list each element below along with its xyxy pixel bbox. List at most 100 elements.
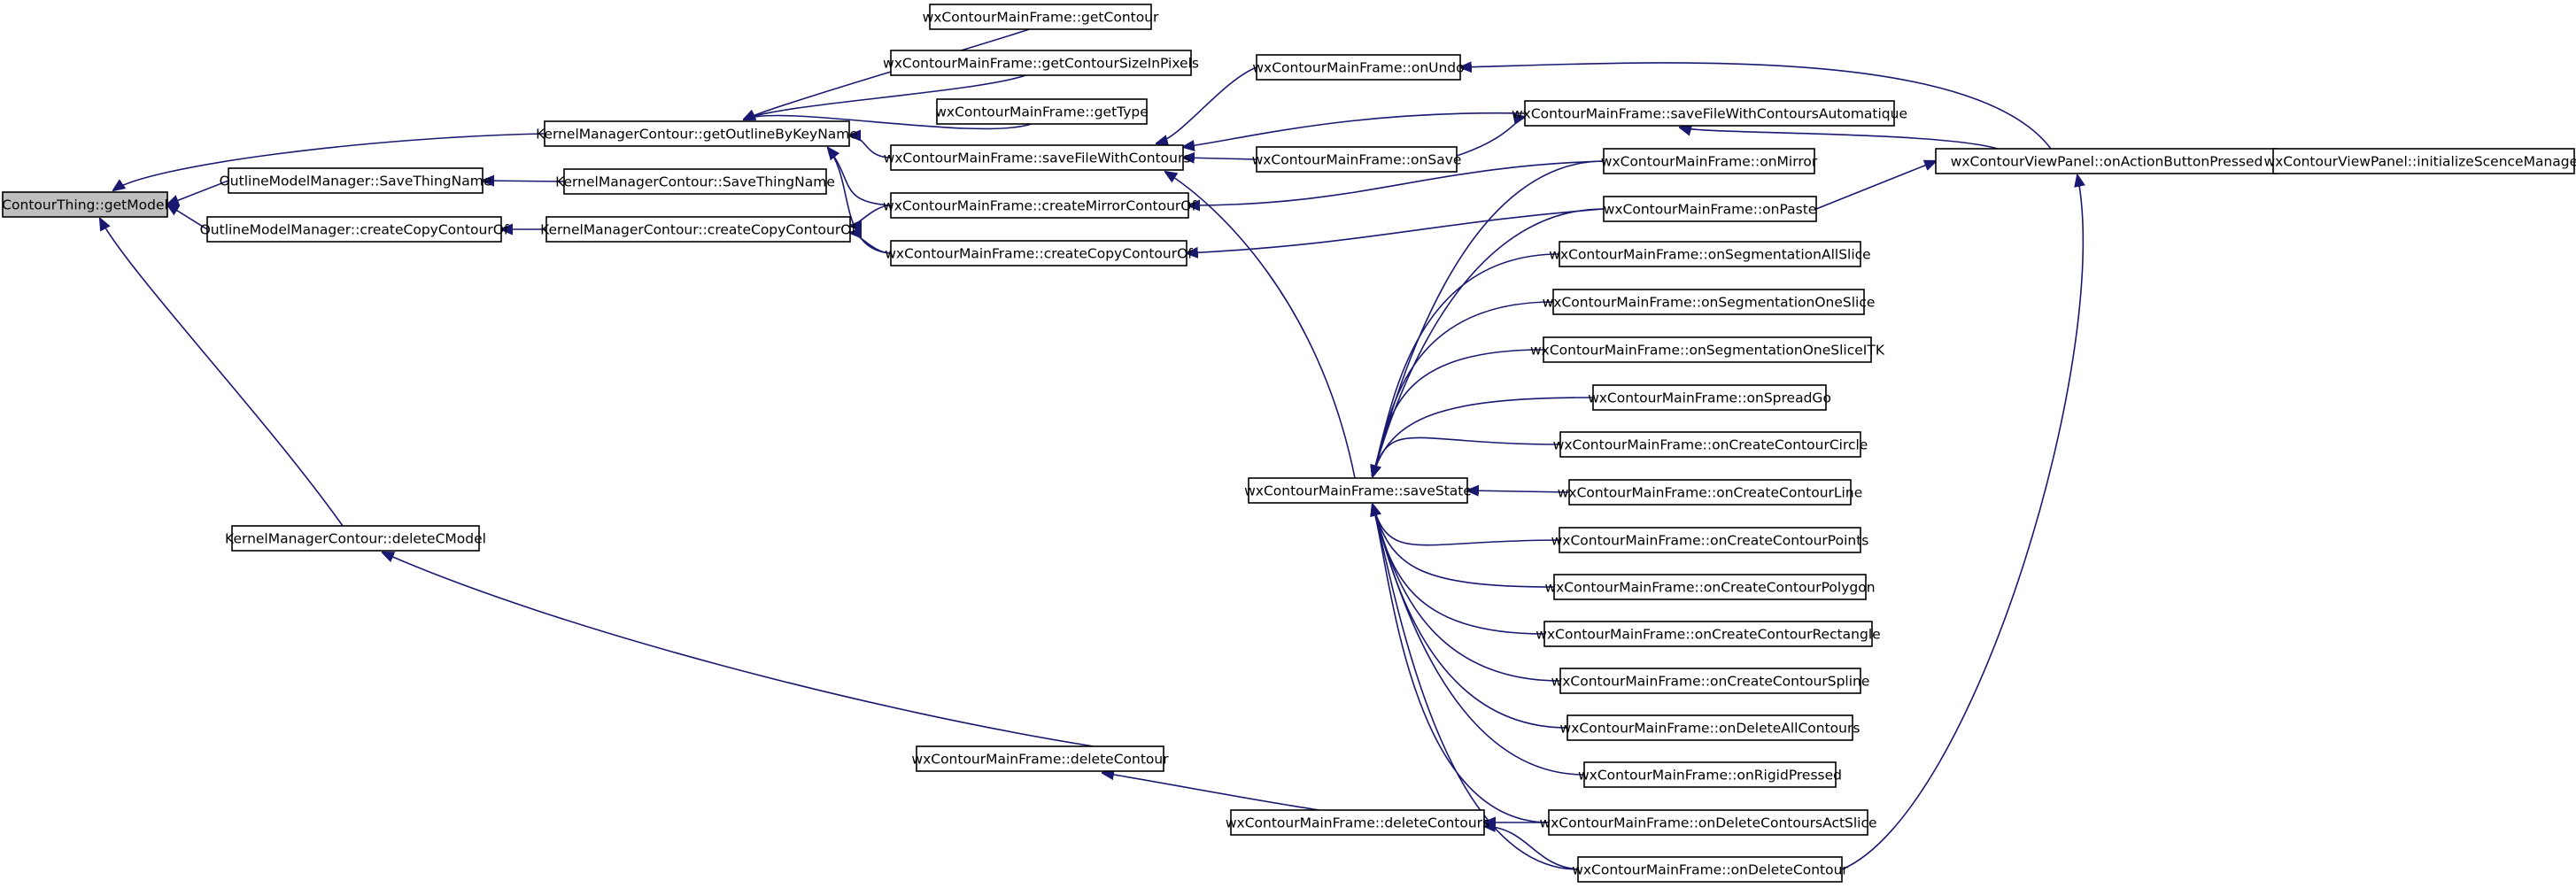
edge-n12-to-n1 bbox=[828, 148, 892, 254]
graph-node[interactable]: wxContourMainFrame::saveState bbox=[1244, 477, 1472, 504]
edge-n14-to-n10 bbox=[1156, 66, 1257, 143]
graph-node[interactable]: wxContourMainFrame::onCreateContourCircl… bbox=[1553, 431, 1868, 458]
graph-node[interactable]: KernelManagerContour::getOutlineByKeyNam… bbox=[536, 120, 858, 147]
node-label: wxContourMainFrame::createMirrorContourO… bbox=[883, 198, 1196, 214]
node-label: wxContourMainFrame::onCreateContourPolyg… bbox=[1544, 580, 1875, 596]
node-label: wxContourMainFrame::getType bbox=[935, 104, 1149, 120]
graph-node[interactable]: wxContourMainFrame::deleteContours bbox=[1226, 809, 1489, 836]
graph-node[interactable]: KernelManagerContour::deleteCModel bbox=[225, 525, 486, 552]
node-box bbox=[1230, 809, 1485, 836]
graph-node[interactable]: OutlineModelManager::SaveThingName bbox=[220, 167, 492, 194]
edge-n29-to-n16 bbox=[1373, 505, 1545, 635]
node-label: wxContourViewPanel::onActionButtonPresse… bbox=[1951, 154, 2263, 170]
node-label: OutlineModelManager::SaveThingName bbox=[220, 174, 492, 189]
edge-n23-to-n16 bbox=[1373, 349, 1544, 476]
graph-node[interactable]: wxContourMainFrame::onDeleteAllContours bbox=[1560, 714, 1860, 741]
graph-node[interactable]: wxContourMainFrame::deleteContour bbox=[911, 745, 1169, 772]
node-label: wxContourMainFrame::onCreateContourSplin… bbox=[1551, 674, 1870, 690]
edge-n20-to-n35 bbox=[1815, 161, 1936, 210]
graph-node[interactable]: wxContourMainFrame::onDeleteContoursActS… bbox=[1539, 809, 1877, 836]
node-box bbox=[1559, 527, 1861, 553]
graph-node[interactable]: wxContourMainFrame::onUndo bbox=[1252, 54, 1465, 81]
node-label: wxContourMainFrame::onSegmentationOneSli… bbox=[1530, 343, 1885, 359]
graph-node[interactable]: wxContourMainFrame::onPaste bbox=[1603, 196, 1817, 222]
edge-n13-to-n4 bbox=[383, 552, 1095, 747]
node-box bbox=[1583, 761, 1837, 788]
node-label: wxContourMainFrame::onDeleteContoursActS… bbox=[1539, 815, 1876, 831]
graph-node[interactable]: wxContourMainFrame::onSegmentationAllSli… bbox=[1549, 241, 1871, 267]
graph-node[interactable]: wxContourMainFrame::onCreateContourLine bbox=[1558, 479, 1862, 506]
node-label: wxContourMainFrame::onSegmentationOneSli… bbox=[1543, 295, 1876, 311]
node-box bbox=[1256, 54, 1461, 81]
edge-n27-to-n16 bbox=[1373, 505, 1560, 546]
node-box bbox=[890, 50, 1192, 76]
graph-node[interactable]: wxContourMainFrame::createMirrorContourO… bbox=[883, 192, 1196, 219]
node-box bbox=[1568, 479, 1852, 506]
node-box bbox=[1603, 196, 1817, 222]
node-label: wxContourMainFrame::saveFileWithContours… bbox=[1512, 106, 1907, 122]
edge-n34-to-n16 bbox=[1373, 505, 1579, 870]
node-box bbox=[563, 168, 827, 195]
edge-n33-to-n16 bbox=[1373, 505, 1550, 823]
graph-node[interactable]: wxContourMainFrame::onDeleteContour bbox=[1572, 856, 1848, 883]
edge-n15-to-n18 bbox=[1456, 117, 1525, 157]
node-box bbox=[1577, 856, 1843, 883]
graph-node[interactable]: wxContourMainFrame::onSegmentationOneSli… bbox=[1530, 336, 1885, 363]
node-label: wxContourMainFrame::getContourSizeInPixe… bbox=[883, 56, 1199, 72]
graph-node[interactable]: wxContourMainFrame::getContour bbox=[923, 4, 1159, 30]
node-box bbox=[1553, 574, 1867, 600]
node-box bbox=[1603, 148, 1815, 174]
graph-node[interactable]: wxContourMainFrame::onSegmentationOneSli… bbox=[1543, 289, 1876, 315]
graph-node[interactable]: wxContourMainFrame::getContourSizeInPixe… bbox=[883, 50, 1199, 76]
graph-node[interactable]: wxContourMainFrame::onSpreadGo bbox=[1588, 384, 1831, 411]
node-box bbox=[206, 216, 502, 243]
graph-node[interactable]: wxContourMainFrame::getType bbox=[935, 98, 1149, 125]
graph-node[interactable]: wxContourViewPanel::onActionButtonPresse… bbox=[1935, 148, 2278, 174]
graph-node[interactable]: KernelManagerContour::createCopyContourO… bbox=[540, 216, 856, 243]
graph-node[interactable]: wxContourMainFrame::onCreateContourPolyg… bbox=[1544, 574, 1876, 600]
edge-n35-to-n14 bbox=[1460, 63, 2052, 150]
node-box bbox=[1543, 336, 1872, 363]
node-label: wxContourMainFrame::onCreateContourCircl… bbox=[1553, 437, 1868, 453]
graph-node[interactable]: wxContourMainFrame::onCreateContourSplin… bbox=[1551, 668, 1870, 694]
graph-node[interactable]: wxContourMainFrame::createCopyContourOf bbox=[885, 240, 1193, 266]
node-label: wxContourViewPanel::initializeScenceMana… bbox=[2263, 154, 2576, 170]
graph-node[interactable]: wxContourViewPanel::initializeScenceMana… bbox=[2263, 148, 2576, 174]
graph-node[interactable]: wxContourMainFrame::saveFileWithContours bbox=[884, 144, 1191, 171]
node-box bbox=[1524, 100, 1895, 127]
node-box bbox=[545, 216, 851, 243]
edge-n9-to-n1 bbox=[744, 115, 1032, 130]
node-label: wxContourMainFrame::deleteContour bbox=[911, 752, 1169, 768]
node-box bbox=[890, 192, 1189, 219]
node-box bbox=[1566, 714, 1853, 741]
node-box bbox=[890, 240, 1187, 266]
node-box bbox=[1592, 384, 1827, 411]
node-box bbox=[1559, 241, 1861, 267]
graph-node[interactable]: OutlineModelManager::createCopyContourOf bbox=[200, 216, 509, 243]
node-box bbox=[1548, 809, 1868, 836]
graph-node[interactable]: KernelManagerContour::SaveThingName bbox=[555, 168, 835, 195]
node-box bbox=[231, 525, 480, 552]
edge-n11-to-n6 bbox=[850, 205, 892, 226]
node-box bbox=[1935, 148, 2278, 174]
root-node: ContourThing::getModel bbox=[2, 191, 168, 218]
node-label: wxContourMainFrame::onDeleteContour bbox=[1572, 862, 1848, 878]
graph-node[interactable]: wxContourMainFrame::onCreateContourRecta… bbox=[1536, 621, 1881, 647]
node-box bbox=[1248, 477, 1468, 504]
node-box bbox=[1543, 621, 1873, 647]
edge-n34-to-n17 bbox=[1484, 826, 1579, 870]
node-box bbox=[916, 745, 1164, 772]
edge-n32-to-n16 bbox=[1373, 505, 1585, 776]
graph-node[interactable]: wxContourMainFrame::onCreateContourPoint… bbox=[1551, 527, 1869, 553]
graph-node[interactable]: wxContourMainFrame::onSave bbox=[1252, 146, 1462, 173]
edge-n34-to-n35 bbox=[1841, 175, 2083, 870]
nodes-layer: ContourThing::getModelKernelManagerConto… bbox=[2, 4, 2576, 883]
node-box bbox=[544, 120, 850, 147]
graph-node[interactable]: wxContourMainFrame::saveFileWithContours… bbox=[1512, 100, 1907, 127]
edge-n10-to-n1 bbox=[849, 135, 892, 158]
node-label: wxContourMainFrame::onDeleteAllContours bbox=[1560, 721, 1860, 737]
graph-node[interactable]: wxContourMainFrame::onRigidPressed bbox=[1578, 761, 1842, 788]
graph-node[interactable]: wxContourMainFrame::onMirror bbox=[1601, 148, 1818, 174]
node-box bbox=[1559, 431, 1861, 458]
